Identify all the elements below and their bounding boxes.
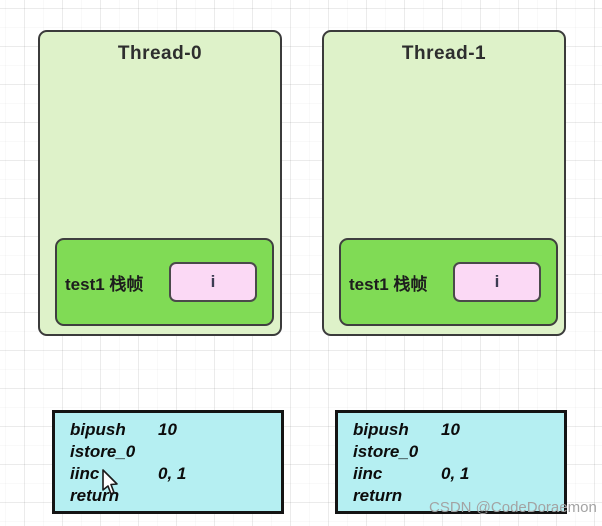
bytecode-mnemonic: bipush: [353, 420, 409, 439]
bytecode-line: iinc 0, 1: [353, 463, 564, 485]
bytecode-mnemonic: istore_0: [70, 442, 136, 461]
bytecode-mnemonic: bipush: [70, 420, 126, 439]
thread-1-variable-slot: i: [453, 262, 541, 302]
thread-1-title: Thread-1: [401, 43, 487, 64]
thread-0-frame-label: test1 栈帧: [65, 274, 144, 294]
bytecode-operand: 10: [441, 420, 460, 439]
thread-1-variable-name: i: [494, 272, 500, 291]
bytecode-line: istore_0: [353, 441, 564, 463]
bytecode-line: iinc 0, 1: [70, 463, 281, 485]
thread-0-title: Thread-0: [117, 43, 203, 64]
watermark: CSDN @CodeDoraemon: [429, 499, 597, 516]
bytecode-line: bipush 10: [353, 419, 564, 441]
bytecode-operand: 0, 1: [441, 464, 470, 483]
thread-1-stack-frame: test1 栈帧 i: [339, 238, 558, 326]
mouse-cursor-icon: [102, 469, 118, 495]
bytecode-mnemonic: iinc: [353, 464, 383, 483]
bytecode-mnemonic: return: [353, 486, 403, 505]
bytecode-mnemonic: return: [70, 486, 120, 505]
bytecode-operand: 0, 1: [158, 464, 187, 483]
bytecode-line: return: [353, 485, 564, 507]
bytecode-mnemonic: istore_0: [353, 442, 419, 461]
bytecode-line: istore_0: [70, 441, 281, 463]
thread-0-box: Thread-0 test1 栈帧 i: [38, 30, 282, 336]
thread-0-variable-name: i: [210, 272, 216, 291]
bytecode-operand: 10: [158, 420, 177, 439]
bytecode-line: return: [70, 485, 281, 507]
thread-1-bytecode-box: bipush 10 istore_0 iinc 0, 1 return: [335, 410, 567, 514]
bytecode-line: bipush 10: [70, 419, 281, 441]
thread-0-stack-frame: test1 栈帧 i: [55, 238, 274, 326]
thread-1-box: Thread-1 test1 栈帧 i: [322, 30, 566, 336]
thread-0-bytecode-box: bipush 10 istore_0 iinc 0, 1 return: [52, 410, 284, 514]
thread-1-frame-label: test1 栈帧: [349, 274, 428, 294]
bytecode-mnemonic: iinc: [70, 464, 100, 483]
thread-0-variable-slot: i: [169, 262, 257, 302]
